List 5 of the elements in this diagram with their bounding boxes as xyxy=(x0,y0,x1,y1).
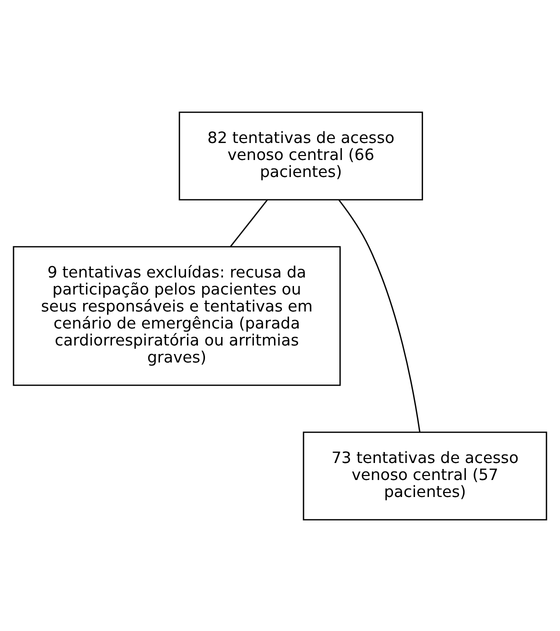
node-box: 9 tentativas excluídas: recusa da participação pelos pacientes ou seus responsáveis e tentativas em cenário de emergência (parada cardiorrespiratória ou arritmias graves) xyxy=(12,246,341,386)
connector xyxy=(230,198,268,246)
connector xyxy=(338,199,420,432)
node-box: 73 tentativas de acesso venoso central (57 pacientes) xyxy=(302,431,548,520)
node-box: 82 tentativas de acesso venoso central (66 pacientes) xyxy=(178,111,424,200)
